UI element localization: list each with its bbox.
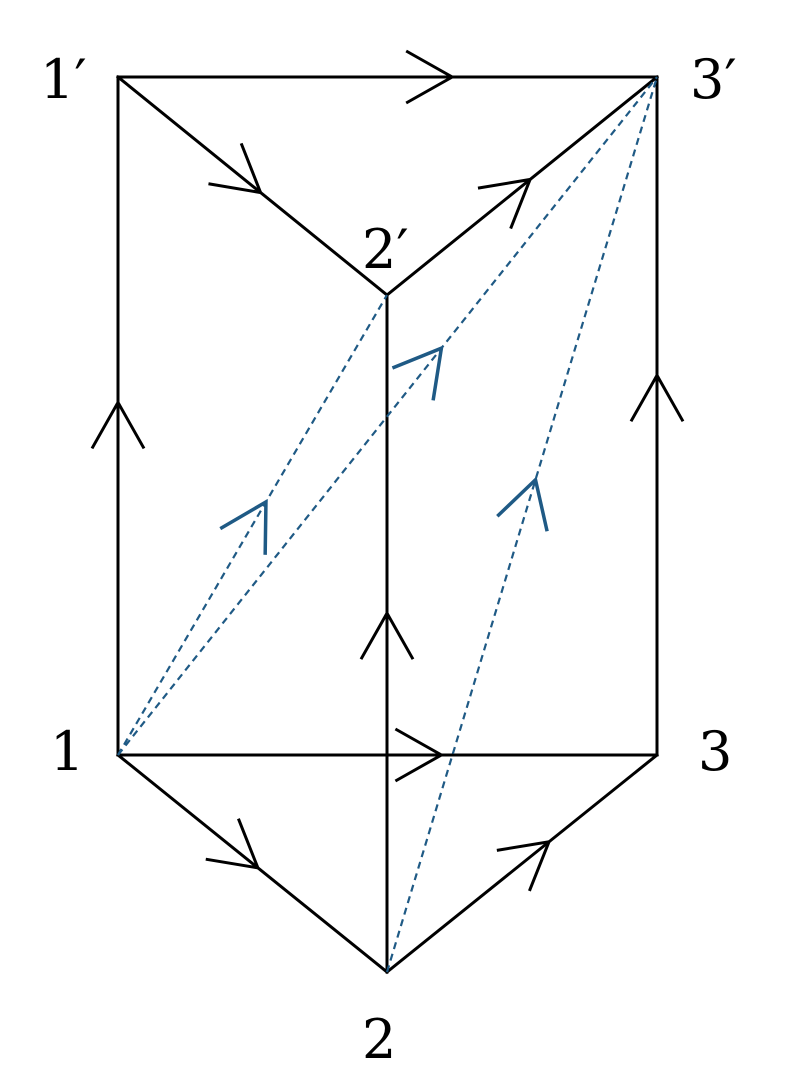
edge-v2-v3 [384, 752, 660, 975]
arrowhead-icon-v1p-v2p [208, 142, 263, 195]
edge-v1-v2 [115, 752, 390, 975]
arrowhead-icon-v2-v2p [359, 610, 415, 660]
vertex-label-2: 2 [362, 1008, 396, 1071]
vertex-label-1-prime: 1′ [40, 48, 87, 111]
arrowhead-icon-v1-v3p [391, 345, 444, 401]
labels-layer: 1 2 3 1′ 2′ 3′ [40, 48, 737, 1071]
edge-v1p-v2p [115, 74, 390, 298]
arrowhead-icon-v2p-v3p [477, 177, 533, 230]
diagonal-edge-v2-v3p [385, 76, 659, 973]
vertex-label-3: 3 [698, 720, 732, 783]
arrowhead-icon-v1-v2 [205, 818, 261, 870]
edges-layer [115, 74, 660, 975]
diagonal-edge-v1-v2p [117, 294, 388, 756]
arrowhead-icon-v2-v3p [496, 476, 549, 532]
arrowhead-icon-v2-v3 [496, 839, 552, 892]
edge-v2p-v3p [384, 74, 660, 298]
vertex-label-1: 1 [50, 720, 84, 783]
arrowhead-icon-v1-v3 [394, 727, 445, 783]
arrowhead-icon-v3-v3p [629, 372, 685, 423]
arrowhead-icon-v1-v1p [90, 399, 146, 450]
diagonal-edge-v1-v3p [117, 76, 658, 756]
arrowhead-icon-v1p-v3p [405, 49, 456, 105]
vertex-label-2-prime: 2′ [362, 218, 409, 281]
vertex-label-3-prime: 3′ [690, 48, 737, 111]
arrowhead-icon-v1-v2p [219, 498, 268, 555]
arrows-layer [90, 49, 685, 892]
